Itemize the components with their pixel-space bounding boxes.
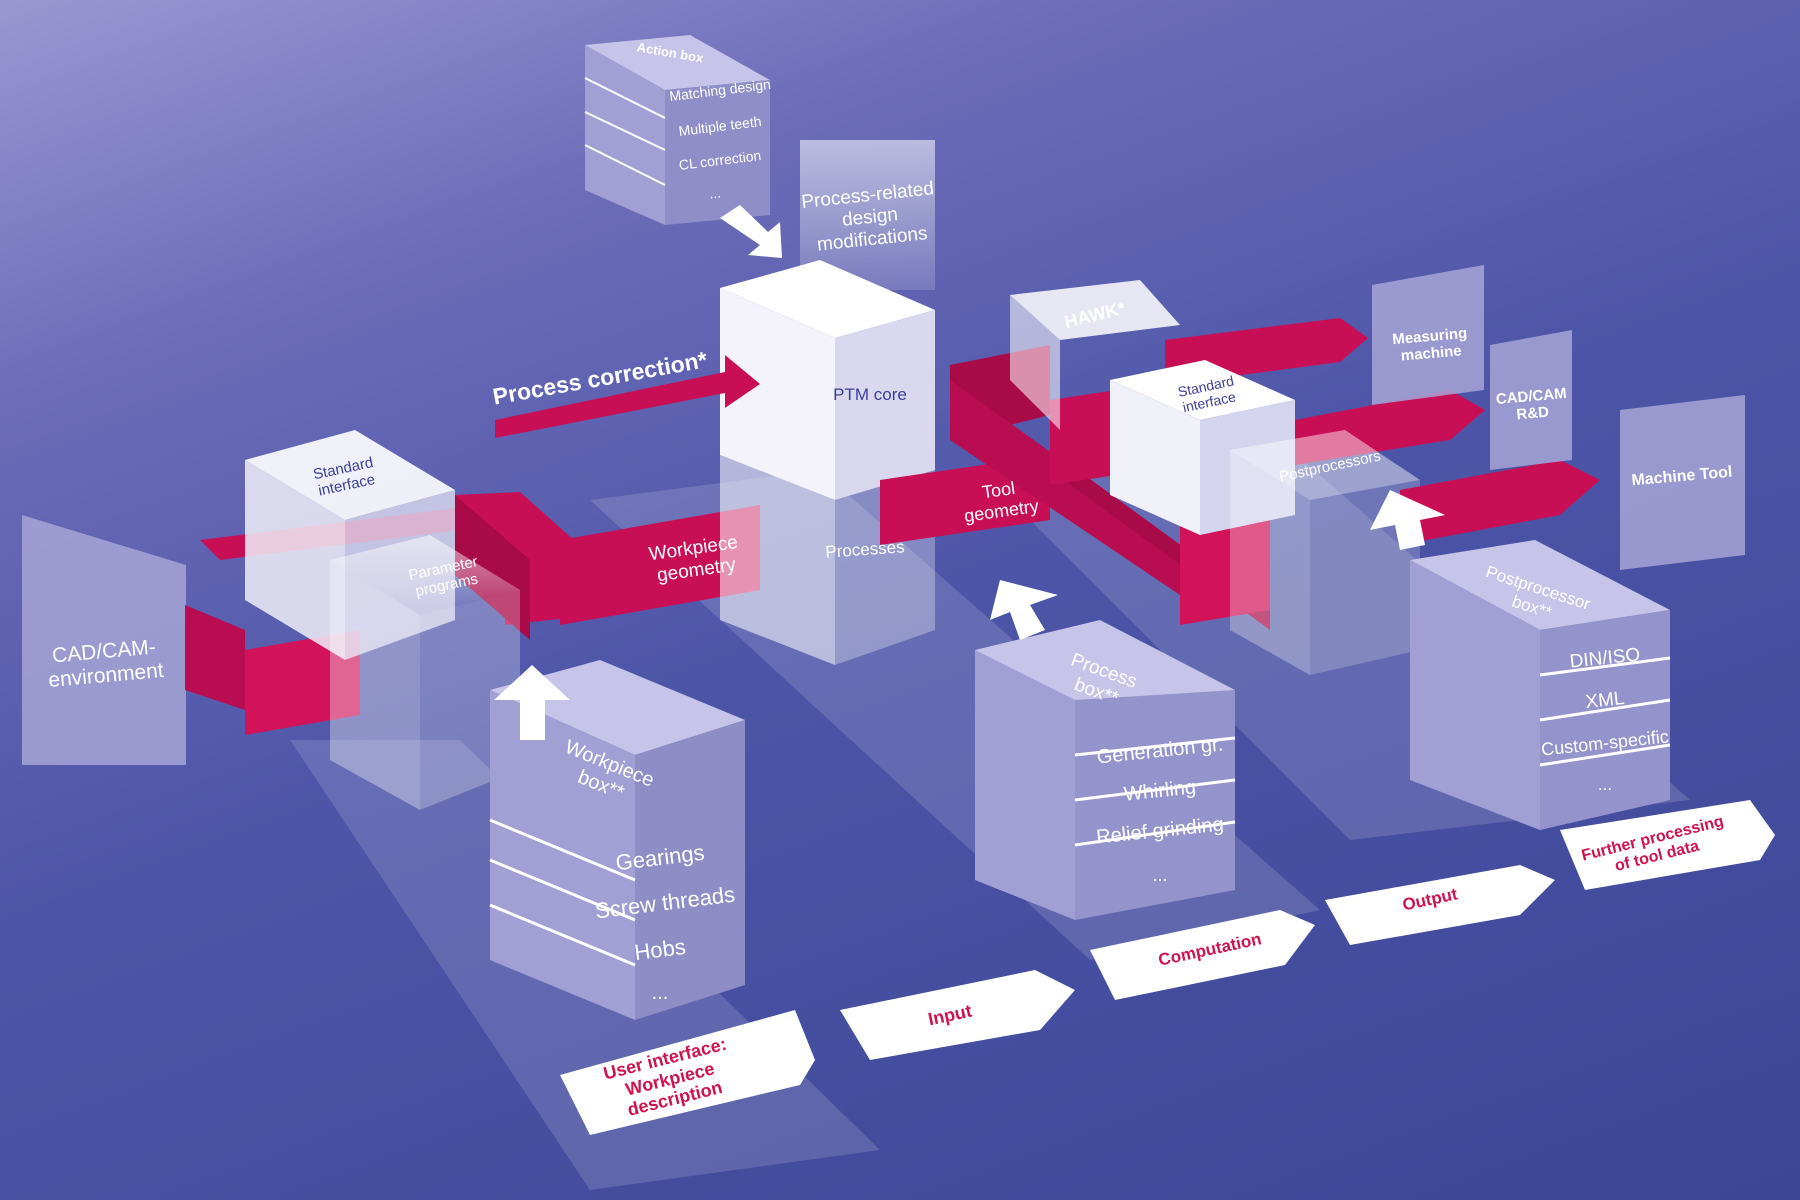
postprocessor-up-arrow — [1370, 490, 1445, 550]
postprocessors-cube — [1230, 430, 1420, 675]
standard-interface-right-cube — [1110, 360, 1295, 535]
workpiece-item-4: ... — [651, 982, 669, 1004]
cad-cam-rd-panel — [1490, 330, 1572, 470]
output-tag — [1325, 865, 1555, 945]
postprocessor-box-stack — [1410, 540, 1671, 830]
workpiece-up-arrow — [494, 665, 570, 740]
user-interface-tag — [560, 1010, 815, 1135]
process-up-arrow — [990, 580, 1058, 640]
cad-rd-output-band — [1295, 390, 1485, 465]
action-down-arrow — [720, 205, 782, 258]
postprocessor-item-4: ... — [1597, 775, 1613, 794]
process-item-4: ... — [1152, 865, 1168, 885]
workpiece-box-stack — [489, 660, 745, 1020]
ptm-core-label: PTM core — [833, 385, 907, 404]
workpiece-geometry-frame — [185, 492, 760, 735]
measuring-machine-panel — [1372, 265, 1484, 405]
further-processing-tag — [1560, 800, 1775, 890]
action-box-stack — [584, 35, 770, 225]
machine-tool-panel — [1620, 395, 1745, 570]
cad-cam-rd-label: CAD/CAM R&D — [1495, 384, 1568, 424]
computation-tag — [1090, 910, 1315, 1000]
process-related-column — [800, 140, 935, 290]
process-correction-arrow — [495, 355, 760, 438]
standard-interface-left-cube — [245, 430, 455, 660]
machine-tool-output-band — [1400, 460, 1600, 545]
ptm-core-cube — [720, 260, 935, 665]
process-box-stack — [975, 620, 1236, 920]
input-tag — [840, 970, 1075, 1060]
cad-cam-environment-panel — [22, 515, 186, 765]
hawk-cube — [1010, 280, 1180, 430]
